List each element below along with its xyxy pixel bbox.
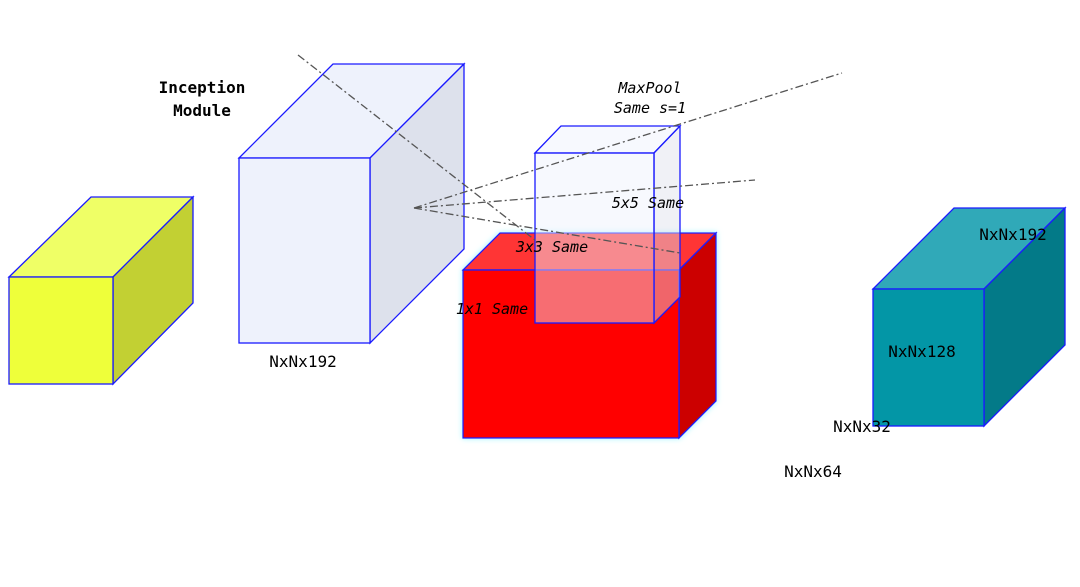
title-line1: Inception [159, 78, 246, 97]
red-block-side [678, 231, 717, 440]
connector-lines [297, 54, 843, 254]
output-label-pool: NxNx32 [833, 417, 891, 436]
connector-3x3 [413, 207, 681, 254]
input-block [237, 62, 466, 345]
output-label-5x5: NxNx192 [979, 225, 1046, 244]
yellow-block-front [8, 276, 114, 385]
input-block-front [238, 157, 371, 344]
pool-block-side [653, 124, 681, 325]
teal-block [871, 206, 1067, 428]
connector-maxpool [413, 72, 843, 209]
conv3-label: 3x3 Same [515, 238, 588, 256]
red-block-front [462, 269, 680, 439]
maxpool-label-line2: Same s=1 [614, 99, 686, 117]
teal-block-front [872, 288, 985, 427]
input-label: NxNx192 [269, 352, 336, 371]
pool-block [533, 124, 682, 325]
title-line2: Module [173, 101, 231, 120]
output-label-1x1: NxNx64 [784, 462, 842, 481]
output-label-3x3: NxNx128 [888, 342, 955, 361]
connector-5x5 [413, 179, 756, 209]
red-block [461, 231, 718, 440]
conv1-label: 1x1 Same [456, 300, 528, 318]
yellow-block [7, 195, 195, 386]
connector-diagonal [297, 54, 536, 241]
maxpool-label-line1: MaxPool [617, 79, 681, 97]
conv5-label: 5x5 Same [612, 194, 684, 212]
